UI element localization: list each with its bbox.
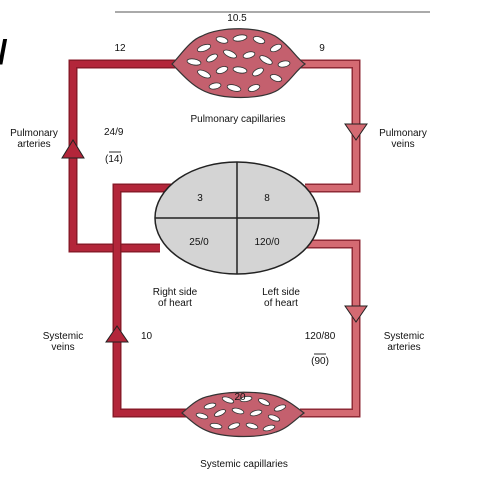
systemic-capillary-bed-icon [181, 391, 305, 438]
pulmonary-arteries-label-line1: Pulmonary [10, 128, 58, 139]
pulmonary-artery-mean: (14) [105, 154, 123, 165]
right-side-label-line2: of heart [158, 298, 192, 309]
partial-glyph: / [0, 34, 8, 72]
right-side-label-line1: Right side [153, 287, 198, 298]
pulmonary-venous-end-pressure: 9 [319, 43, 325, 54]
pulmonary-capillaries-label: Pulmonary capillaries [190, 114, 285, 125]
right-ventricle-pressure: 25/0 [189, 237, 209, 248]
pulmonary-veins-label-line2: veins [391, 139, 414, 150]
pulmonary-vein-arrow-icon [344, 123, 368, 141]
systemic-vein-pressure: 10 [141, 331, 153, 342]
pulmonary-arteries-label-line2: arteries [17, 139, 50, 150]
systemic-artery-pressure: 120/80 [305, 331, 336, 342]
right-atrium-pressure: 3 [197, 193, 203, 204]
systemic-vein-arrow-icon [105, 325, 129, 343]
systemic-artery-mean: (90) [311, 356, 329, 367]
systemic-capillaries-label: Systemic capillaries [200, 459, 288, 470]
heart [154, 161, 320, 275]
systemic-veins-label-line1: Systemic [43, 331, 84, 342]
systemic-capillary-pressure: 20 [234, 392, 246, 403]
pulmonary-veins-label-line1: Pulmonary [379, 128, 427, 139]
pulmonary-capillary-bed-icon [171, 28, 307, 99]
systemic-arteries-label-line2: arteries [387, 342, 420, 353]
left-side-label-line1: Left side [262, 287, 300, 298]
pulmonary-artery-pressure: 24/9 [104, 127, 124, 138]
left-side-label-line2: of heart [264, 298, 298, 309]
systemic-artery-vessel [300, 239, 361, 418]
pulmonary-arterial-end-pressure: 12 [114, 43, 126, 54]
systemic-arteries-label-line1: Systemic [384, 331, 425, 342]
left-atrium-pressure: 8 [264, 193, 270, 204]
pulmonary-capillary-pressure: 10.5 [227, 13, 247, 24]
systemic-artery-arrow-icon [344, 305, 368, 323]
systemic-veins-label-line2: veins [51, 342, 74, 353]
pulmonary-artery-arrow-icon [61, 139, 85, 159]
left-ventricle-pressure: 120/0 [254, 237, 279, 248]
